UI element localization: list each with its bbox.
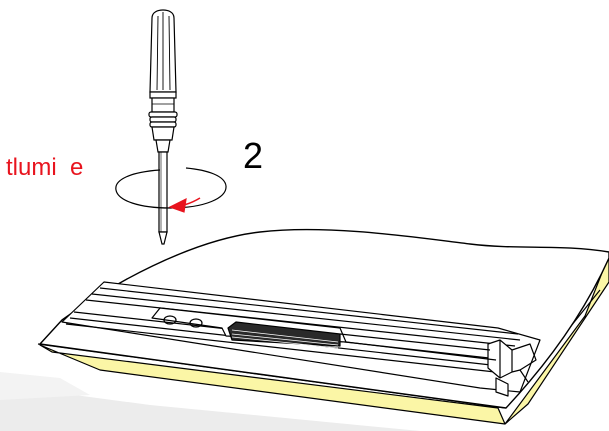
step-number-label: 2	[243, 135, 264, 176]
mount-hole-1	[163, 315, 177, 325]
mount-hole-2	[189, 318, 203, 328]
slider-block	[227, 321, 341, 349]
rail-end-cap	[487, 339, 537, 397]
floor-shadow	[0, 372, 420, 431]
rail-profile	[61, 281, 541, 397]
action-label: tlumi e	[6, 154, 84, 181]
screwdriver-icon	[148, 9, 178, 245]
rotation-arrow-icon	[115, 167, 227, 213]
